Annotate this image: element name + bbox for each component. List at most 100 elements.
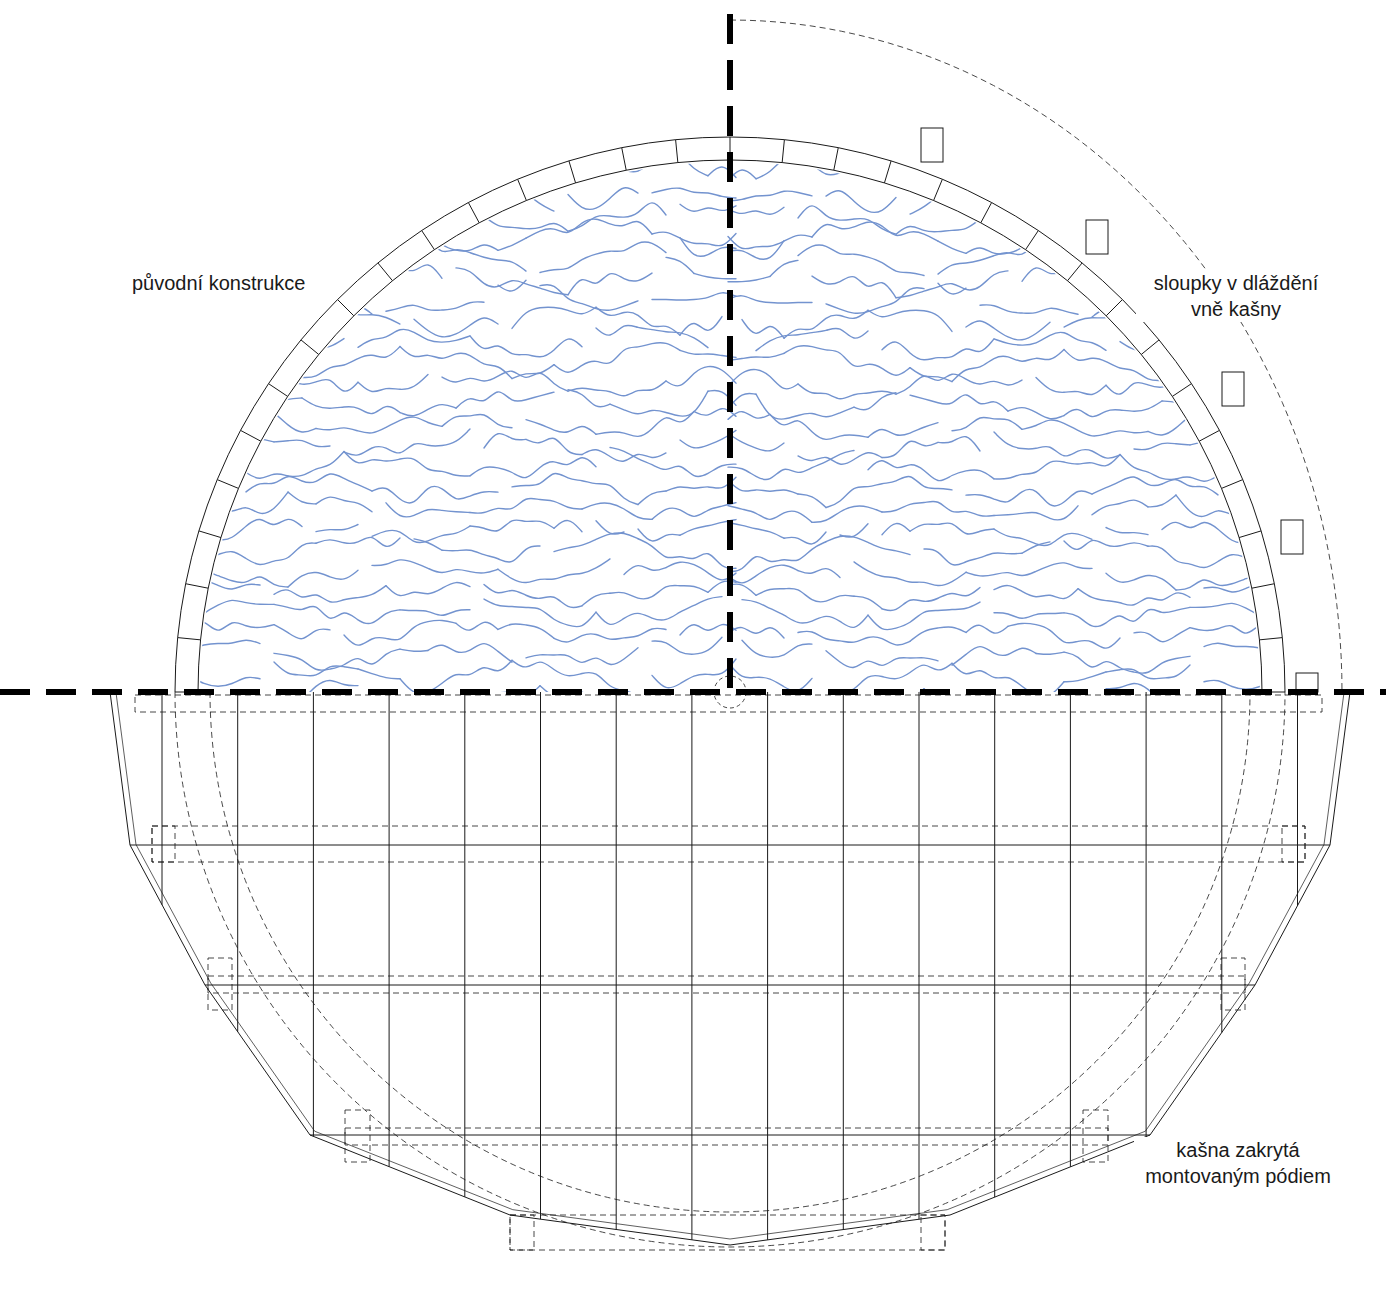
water-pattern	[994, 586, 1078, 599]
water-pattern	[826, 476, 952, 507]
water-pattern	[624, 566, 666, 575]
water-pattern	[1176, 162, 1274, 194]
podium-beam	[135, 695, 1322, 712]
water-pattern	[190, 693, 288, 712]
water-pattern	[826, 191, 896, 213]
water-pattern	[938, 437, 980, 451]
water-pattern	[680, 317, 722, 336]
water-pattern	[826, 536, 910, 555]
fountain-rim	[199, 531, 221, 538]
water-pattern	[652, 232, 736, 246]
water-pattern	[770, 702, 798, 707]
water-pattern	[728, 191, 812, 201]
water-pattern	[624, 155, 708, 175]
water-pattern	[784, 532, 826, 544]
water-pattern	[994, 432, 1120, 458]
water-pattern	[414, 243, 526, 271]
water-pattern	[316, 161, 442, 187]
water-pattern	[274, 398, 302, 404]
water-pattern	[288, 451, 344, 476]
water-pattern	[512, 307, 596, 328]
podium-beam	[510, 1215, 945, 1250]
podium-grid	[310, 1135, 1150, 1136]
podium-beam	[1221, 958, 1245, 1010]
water-pattern	[190, 676, 260, 686]
water-pattern	[742, 320, 784, 339]
water-pattern	[980, 201, 1106, 221]
podium-grid	[313, 692, 314, 1136]
water-pattern	[882, 587, 980, 610]
fountain-rim	[1222, 480, 1243, 489]
water-pattern	[1008, 623, 1120, 648]
water-pattern	[728, 353, 784, 360]
axis-line	[0, 14, 1386, 692]
water-pattern	[470, 336, 582, 357]
podium-beam	[152, 826, 175, 862]
water-pattern	[728, 523, 784, 539]
water-pattern	[400, 405, 456, 416]
water-pattern	[498, 184, 554, 211]
water-pattern	[386, 583, 470, 596]
water-pattern	[1148, 495, 1176, 507]
water-pattern	[938, 246, 1050, 274]
water-pattern	[868, 310, 952, 331]
podium-grid	[1070, 692, 1071, 1167]
podium-grid	[116, 692, 1344, 1239]
water-pattern	[358, 329, 470, 347]
water-pattern	[652, 659, 736, 688]
water-pattern	[728, 628, 784, 638]
water-pattern	[840, 524, 868, 537]
podium-grid	[919, 692, 920, 1219]
water-pattern	[798, 384, 896, 399]
fountain-rim	[676, 140, 678, 163]
water-pattern	[582, 593, 610, 606]
water-pattern	[1064, 401, 1162, 417]
podium-beam	[510, 1215, 534, 1250]
water-pattern	[1232, 481, 1274, 502]
water-pattern	[1190, 434, 1274, 452]
water-pattern	[442, 180, 484, 196]
water-pattern	[190, 367, 288, 382]
water-pattern	[966, 489, 1092, 506]
water-pattern	[1064, 304, 1134, 327]
podium-grid	[1297, 692, 1298, 906]
water-pattern	[484, 584, 582, 607]
water-pattern	[1204, 643, 1274, 652]
water-pattern	[1106, 528, 1148, 535]
water-pattern	[288, 180, 316, 192]
water-pattern	[652, 188, 736, 198]
bollard-post	[921, 128, 1318, 692]
axis-line	[0, 689, 1386, 695]
water-pattern	[728, 662, 812, 691]
water-pattern	[1190, 603, 1274, 627]
water-pattern	[1092, 500, 1148, 515]
water-pattern	[980, 183, 1022, 199]
water-pattern	[512, 473, 638, 504]
fountain-rim	[210, 692, 1250, 1212]
fountain-rim	[1172, 384, 1191, 397]
water-pattern	[316, 249, 414, 271]
water-pattern	[442, 371, 568, 391]
water-pattern	[498, 280, 526, 291]
water-pattern	[1218, 413, 1274, 424]
fountain-rim	[175, 20, 1342, 1247]
water-pattern	[484, 599, 596, 627]
water-pattern	[330, 292, 372, 314]
water-pattern	[554, 521, 582, 532]
water-pattern	[694, 273, 736, 278]
water-pattern	[1050, 252, 1148, 274]
bollard-post	[1222, 372, 1244, 406]
water-pattern	[428, 644, 512, 663]
water-pattern	[798, 631, 910, 645]
podium-grid	[205, 985, 1255, 986]
water-pattern	[1064, 672, 1106, 682]
water-pattern	[798, 689, 924, 708]
water-pattern	[1064, 540, 1148, 549]
water-pattern	[1008, 408, 1064, 419]
water-pattern	[1092, 295, 1134, 317]
water-pattern	[770, 414, 868, 439]
water-pattern	[288, 570, 358, 587]
water-pattern	[666, 699, 694, 704]
water-pattern	[568, 188, 638, 210]
water-pattern	[344, 620, 456, 645]
